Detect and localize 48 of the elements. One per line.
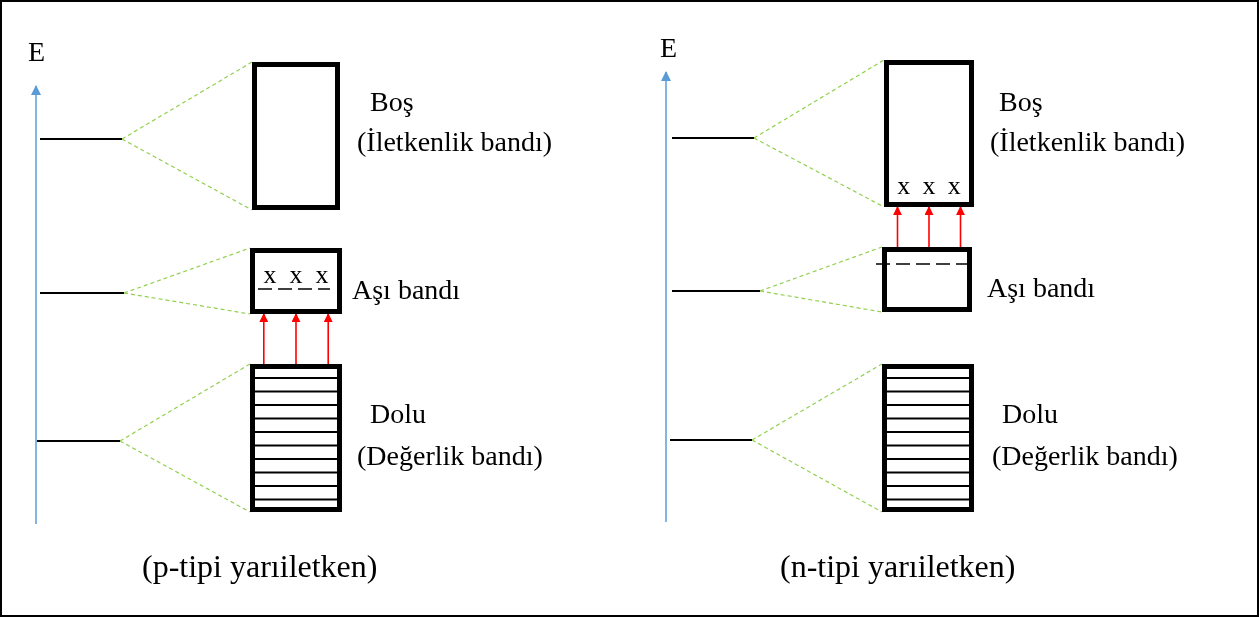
- level-line: [37, 440, 120, 442]
- band-box: [252, 62, 340, 210]
- electron-mark: x: [922, 172, 936, 200]
- band-label: (Değerlik bandı): [357, 440, 543, 472]
- arrow: [259, 313, 269, 365]
- connector-line: [121, 138, 253, 211]
- connector-line: [751, 363, 883, 441]
- electron-mark: x: [947, 172, 961, 200]
- axis-label: E: [28, 38, 46, 66]
- connector-line: [123, 247, 251, 294]
- connector-line: [123, 292, 251, 315]
- electron-mark: x: [897, 172, 911, 200]
- arrow: [956, 206, 965, 248]
- electron-mark: x: [315, 261, 329, 289]
- level-line: [40, 292, 124, 294]
- band-box: [250, 364, 342, 512]
- axis-label: E: [660, 34, 678, 62]
- band-box: [884, 60, 974, 207]
- connector-line: [759, 246, 883, 292]
- connector-line: [119, 440, 251, 513]
- electron-mark: x: [289, 261, 303, 289]
- band-label: Aşı bandı: [987, 272, 1096, 304]
- band-label: Aşı bandı: [352, 274, 461, 306]
- band-label: Dolu: [1002, 398, 1058, 430]
- arrow: [924, 206, 934, 248]
- band-label: Dolu: [370, 398, 426, 430]
- panel-caption: (p-tipi yarıiletken): [142, 550, 378, 582]
- level-line: [40, 138, 122, 140]
- level-line: [672, 290, 760, 292]
- arrow: [323, 313, 333, 365]
- level-line: [672, 137, 754, 139]
- electron-mark: x: [263, 261, 277, 289]
- band-label: (İletkenlik bandı): [990, 126, 1186, 158]
- band-label: Boş: [370, 86, 414, 118]
- connector-line: [759, 290, 883, 313]
- band-box: [250, 248, 342, 314]
- panel-caption: (n-tipi yarıiletken): [780, 550, 1016, 582]
- arrow: [893, 206, 902, 248]
- band-box: [882, 364, 974, 512]
- level-line: [670, 439, 752, 441]
- connector-line: [753, 59, 885, 139]
- band-label: Boş: [999, 86, 1043, 118]
- connector-line: [751, 439, 883, 513]
- band-label: (İletkenlik bandı): [357, 126, 553, 158]
- band-label: (Değerlik bandı): [992, 440, 1178, 472]
- connector-line: [121, 61, 253, 140]
- arrow: [291, 313, 301, 365]
- connector-line: [119, 363, 251, 442]
